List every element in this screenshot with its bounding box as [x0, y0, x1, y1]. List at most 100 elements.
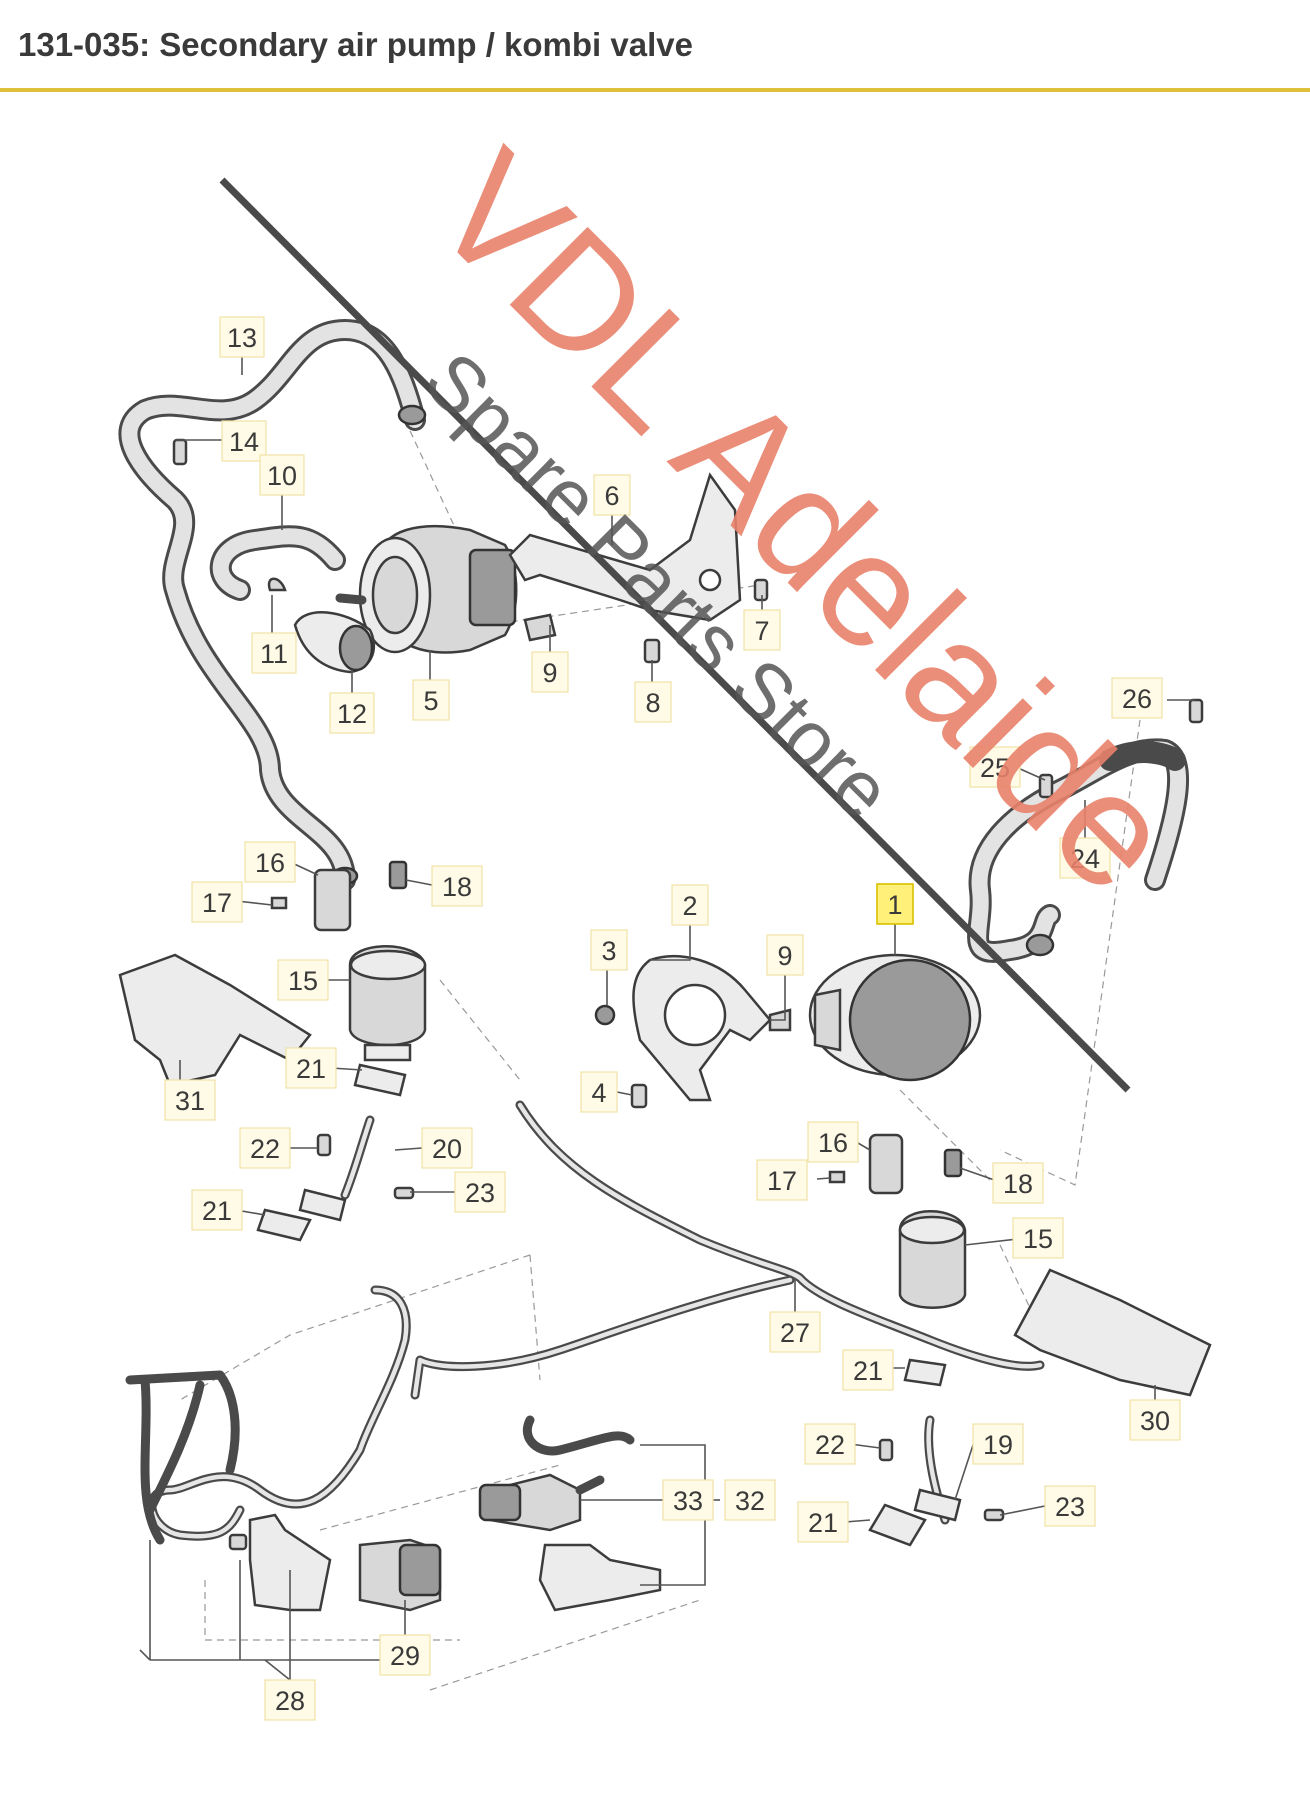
callout-21-b[interactable]: 21 [191, 1189, 243, 1231]
svg-text:24: 24 [1070, 844, 1100, 874]
callout-9-mid[interactable]: 9 [766, 934, 804, 976]
svg-text:18: 18 [442, 872, 472, 902]
callout-33[interactable]: 33 [662, 1479, 714, 1521]
solenoid-valve-33 [478, 1415, 662, 1612]
valve-15-right [828, 1133, 1212, 1547]
svg-text:21: 21 [853, 1356, 883, 1386]
callout-32[interactable]: 32 [724, 1479, 776, 1521]
callout-28[interactable]: 28 [264, 1679, 316, 1721]
svg-text:29: 29 [390, 1641, 420, 1671]
svg-text:33: 33 [673, 1486, 703, 1516]
svg-text:26: 26 [1122, 684, 1152, 714]
callout-10[interactable]: 10 [259, 454, 305, 496]
pipe-27 [410, 1100, 1045, 1400]
callout-21-d[interactable]: 21 [797, 1501, 849, 1543]
kombi-valve-1 [768, 953, 982, 1082]
svg-text:32: 32 [735, 1486, 765, 1516]
watermark-line1: VDL Adelaide [401, 117, 1209, 925]
callout-19[interactable]: 19 [972, 1423, 1024, 1465]
svg-text:18: 18 [1003, 1169, 1033, 1199]
svg-text:8: 8 [645, 688, 660, 718]
callout-2[interactable]: 2 [671, 884, 709, 926]
svg-text:19: 19 [983, 1430, 1013, 1460]
parts-diagram: 13 14 10 6 7 11 12 5 9 8 26 25 24 16 17 … [118, 117, 1212, 1721]
svg-text:17: 17 [767, 1166, 797, 1196]
callouts: 13 14 10 6 7 11 12 5 9 8 26 25 24 16 17 … [164, 316, 1181, 1721]
svg-text:7: 7 [754, 616, 769, 646]
callout-18-right[interactable]: 18 [992, 1162, 1044, 1204]
callout-7[interactable]: 7 [743, 609, 781, 651]
callout-20[interactable]: 20 [421, 1127, 473, 1169]
callout-29[interactable]: 29 [379, 1634, 431, 1676]
svg-text:21: 21 [296, 1054, 326, 1084]
solenoid-valve-29 [358, 1538, 442, 1612]
callout-13[interactable]: 13 [219, 316, 265, 358]
svg-text:14: 14 [229, 427, 259, 457]
svg-text:3: 3 [601, 936, 616, 966]
svg-text:1: 1 [887, 890, 902, 920]
callout-16-left[interactable]: 16 [244, 841, 296, 883]
svg-text:5: 5 [423, 686, 438, 716]
callout-8[interactable]: 8 [634, 681, 672, 723]
callout-17-right[interactable]: 17 [756, 1159, 808, 1201]
callout-4[interactable]: 4 [580, 1071, 618, 1113]
svg-text:20: 20 [432, 1134, 462, 1164]
leader-lines [139, 357, 1195, 1681]
callout-11[interactable]: 11 [251, 632, 297, 674]
hose-10 [209, 525, 346, 601]
callout-23-left[interactable]: 23 [454, 1171, 506, 1213]
svg-text:9: 9 [542, 658, 557, 688]
callout-5[interactable]: 5 [412, 679, 450, 721]
callout-16-right[interactable]: 16 [807, 1121, 859, 1163]
svg-text:15: 15 [1023, 1224, 1053, 1254]
svg-text:31: 31 [175, 1086, 205, 1116]
svg-text:12: 12 [337, 699, 367, 729]
callout-1[interactable]: 1 [876, 883, 914, 925]
callout-26[interactable]: 26 [1111, 677, 1163, 719]
page-header: 131-035: Secondary air pump / kombi valv… [0, 0, 1310, 92]
callout-18-left[interactable]: 18 [431, 865, 483, 907]
callout-12[interactable]: 12 [329, 692, 375, 734]
svg-text:27: 27 [780, 1318, 810, 1348]
callout-30[interactable]: 30 [1129, 1399, 1181, 1441]
callout-25[interactable]: 25 [969, 746, 1021, 788]
svg-text:9: 9 [777, 941, 792, 971]
callout-24[interactable]: 24 [1059, 837, 1111, 879]
callout-17-left[interactable]: 17 [191, 881, 243, 923]
svg-text:22: 22 [250, 1134, 280, 1164]
svg-text:23: 23 [1055, 1492, 1085, 1522]
callout-21-a[interactable]: 21 [285, 1047, 337, 1089]
callout-27[interactable]: 27 [769, 1311, 821, 1353]
svg-text:16: 16 [818, 1128, 848, 1158]
svg-text:30: 30 [1140, 1406, 1170, 1436]
page-title: 131-035: Secondary air pump / kombi valv… [18, 26, 693, 63]
callout-22-right[interactable]: 22 [804, 1423, 856, 1465]
svg-text:21: 21 [808, 1508, 838, 1538]
callout-9-top[interactable]: 9 [531, 651, 569, 693]
bracket-6 [508, 472, 742, 622]
callout-31[interactable]: 31 [164, 1079, 216, 1121]
svg-text:2: 2 [682, 891, 697, 921]
svg-text:17: 17 [202, 888, 232, 918]
bracket-2 [594, 955, 772, 1109]
heat-shield-31 [118, 953, 312, 1087]
svg-text:16: 16 [255, 848, 285, 878]
callout-15-left[interactable]: 15 [277, 959, 329, 1001]
callout-15-right[interactable]: 15 [1012, 1217, 1064, 1259]
svg-text:6: 6 [604, 481, 619, 511]
callout-6[interactable]: 6 [593, 474, 631, 516]
svg-text:4: 4 [591, 1078, 606, 1108]
svg-text:28: 28 [275, 1686, 305, 1716]
valve-15-left [256, 860, 427, 1242]
callout-21-c[interactable]: 21 [842, 1349, 894, 1391]
callout-3[interactable]: 3 [590, 929, 628, 971]
callout-14[interactable]: 14 [221, 420, 267, 462]
watermark-slash [219, 177, 1131, 1093]
svg-text:22: 22 [815, 1430, 845, 1460]
callout-22-left[interactable]: 22 [239, 1127, 291, 1169]
svg-text:25: 25 [980, 753, 1010, 783]
hoses-28 [125, 1285, 411, 1612]
svg-text:21: 21 [202, 1196, 232, 1226]
callout-23-right[interactable]: 23 [1044, 1485, 1096, 1527]
svg-text:11: 11 [260, 639, 288, 669]
